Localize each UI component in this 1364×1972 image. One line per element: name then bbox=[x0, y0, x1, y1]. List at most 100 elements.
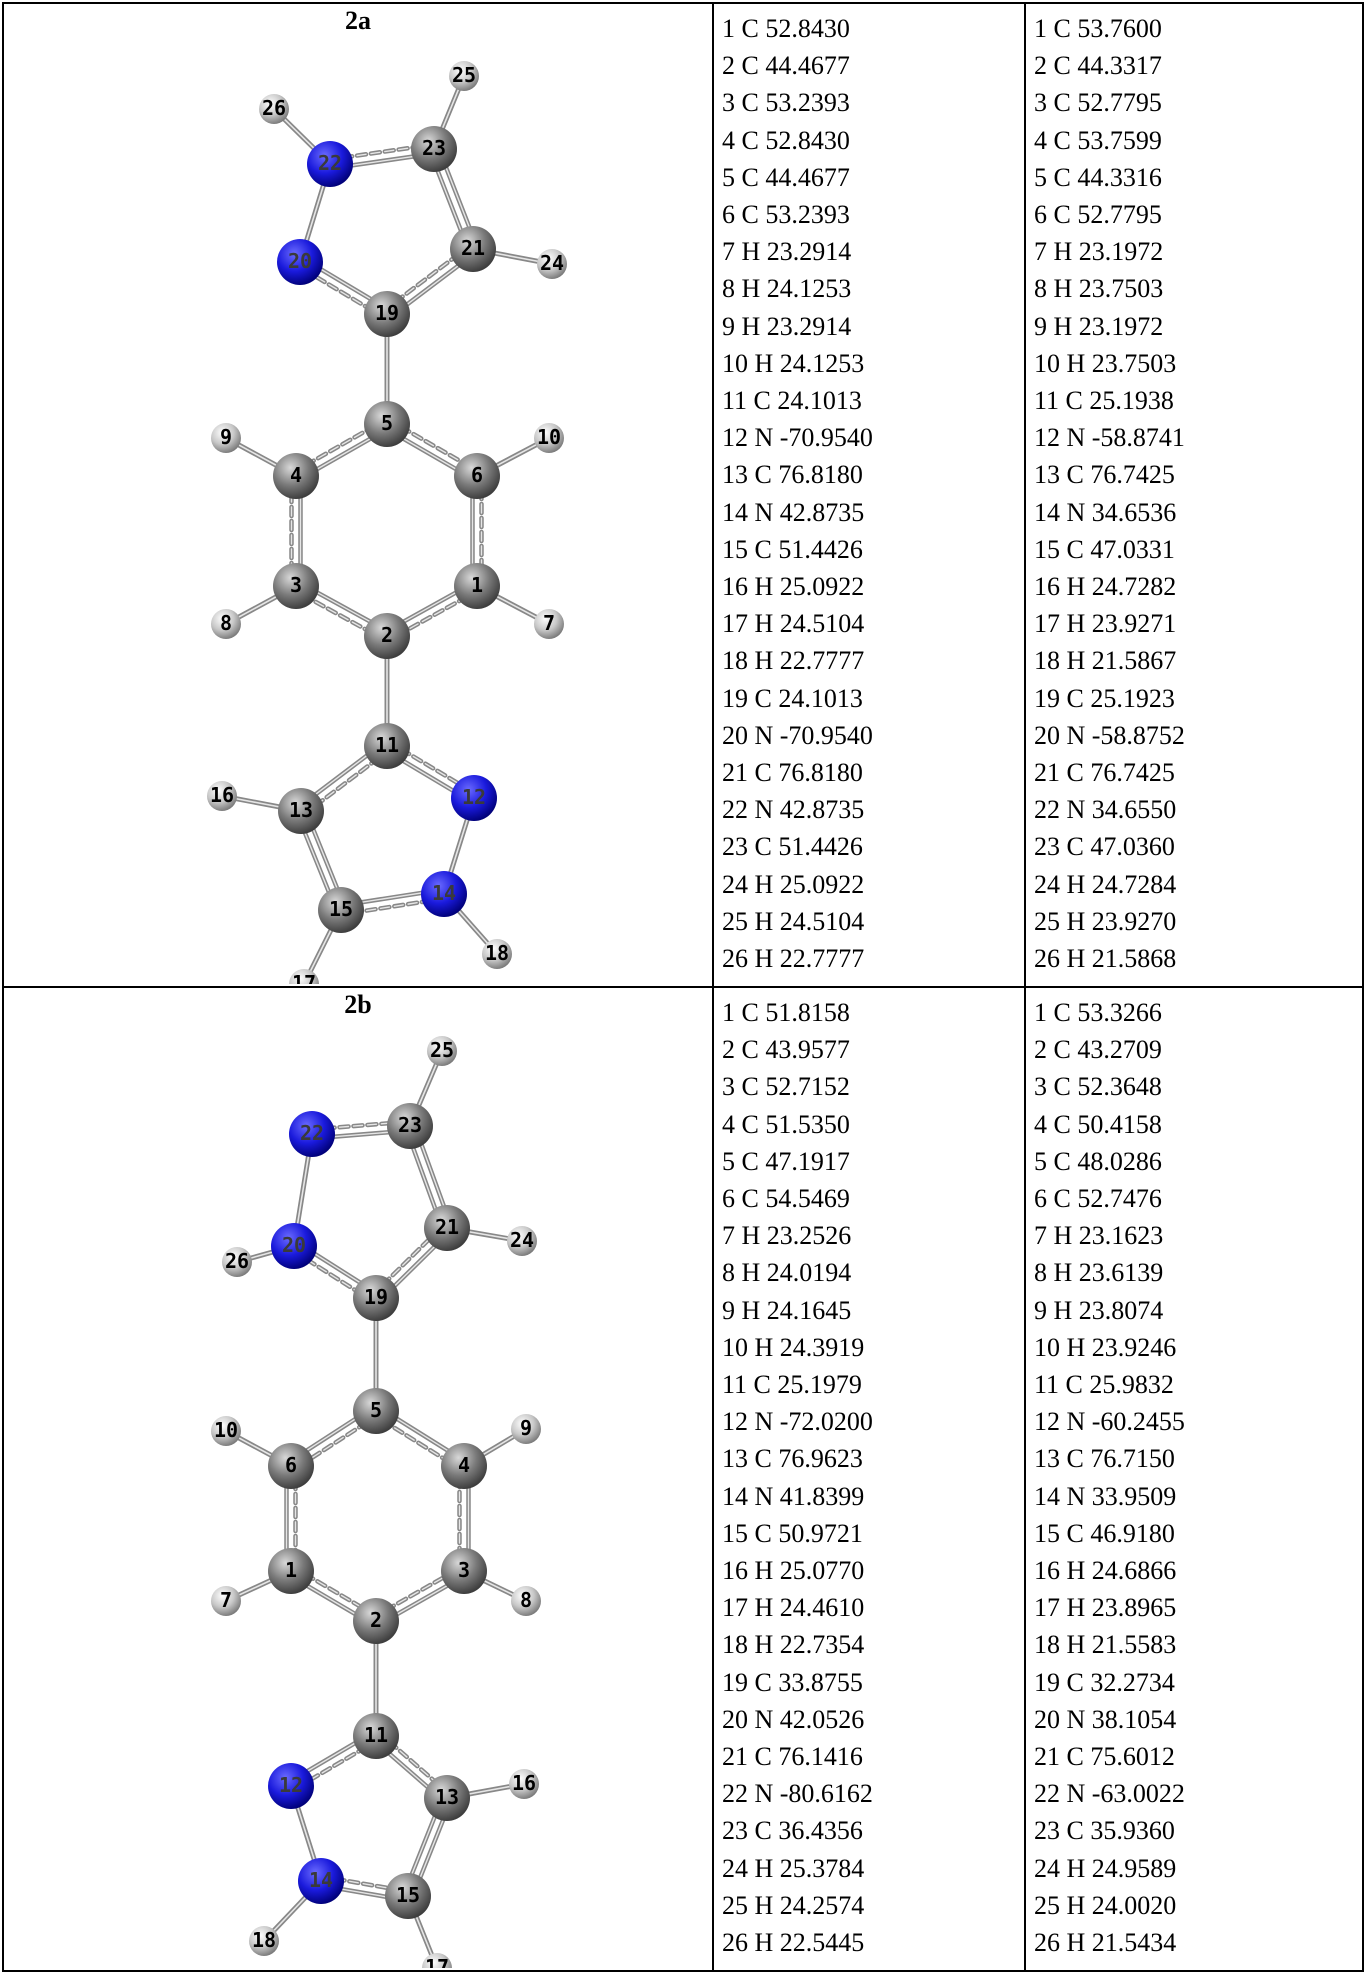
atom-C5: 5 bbox=[364, 401, 410, 447]
shift-entry: 3 C 53.2393 bbox=[722, 88, 850, 118]
shift-entry: 1 C 52.8430 bbox=[722, 14, 850, 43]
atom-label: 17 bbox=[425, 1955, 449, 1968]
shift-entry: 16 H 25.0770 bbox=[722, 1556, 865, 1586]
shift-entry: 8 H 23.6139 bbox=[1034, 1258, 1164, 1288]
atom-H18: 18 bbox=[482, 939, 512, 969]
atom-label: 20 bbox=[282, 1233, 306, 1257]
bond-layer bbox=[219, 73, 555, 984]
atom-H8: 8 bbox=[511, 1586, 541, 1616]
shift-entry: 24 H 24.7284 bbox=[1034, 869, 1177, 899]
atom-C23: 23 bbox=[387, 1103, 433, 1149]
atom-label: 9 bbox=[520, 1416, 532, 1440]
shift-entry: 11 C 25.9832 bbox=[1034, 1370, 1174, 1400]
atom-H7: 7 bbox=[534, 609, 564, 639]
atom-H24: 24 bbox=[507, 1226, 537, 1256]
shift-entry: 24 H 25.0922 bbox=[722, 869, 865, 899]
atom-C6: 6 bbox=[268, 1443, 314, 1489]
atom-C15: 15 bbox=[385, 1873, 431, 1919]
atom-label: 15 bbox=[396, 1883, 420, 1907]
atom-N22: 22 bbox=[307, 141, 353, 187]
atom-H7: 7 bbox=[211, 1586, 241, 1616]
shift-entry: 13 C 76.9623 bbox=[722, 1444, 863, 1474]
shift-entry: 5 C 44.4677 bbox=[722, 162, 850, 192]
atom-label: 14 bbox=[309, 1868, 333, 1892]
compound-label: 2a bbox=[345, 6, 371, 35]
shift-entry: 3 C 52.7795 bbox=[1034, 88, 1162, 118]
shift-entry: 17 H 23.8965 bbox=[1034, 1593, 1177, 1623]
shift-entry: 8 H 24.0194 bbox=[722, 1258, 852, 1288]
shift-entry: 3 C 52.7152 bbox=[722, 1072, 850, 1102]
atom-C15: 15 bbox=[318, 887, 364, 933]
atom-label: 24 bbox=[510, 1228, 534, 1252]
atom-H24: 24 bbox=[537, 249, 567, 279]
shift-entry: 13 C 76.7150 bbox=[1034, 1444, 1175, 1474]
shift-entry: 15 C 50.9721 bbox=[722, 1518, 863, 1548]
shift-entry: 25 H 24.2574 bbox=[722, 1890, 865, 1920]
shift-entry: 21 C 76.1416 bbox=[722, 1742, 863, 1772]
atom-label: 8 bbox=[520, 1588, 532, 1612]
atom-label: 21 bbox=[435, 1215, 459, 1239]
atom-label: 22 bbox=[318, 151, 342, 175]
shift-entry: 22 N -63.0022 bbox=[1034, 1779, 1185, 1809]
atom-label: 23 bbox=[422, 136, 446, 160]
shift-entry: 4 C 52.8430 bbox=[722, 125, 850, 155]
shift-entry: 15 C 47.0331 bbox=[1034, 534, 1175, 564]
shift-entry: 7 H 23.2914 bbox=[722, 237, 852, 267]
shift-entry: 10 H 23.7503 bbox=[1034, 348, 1177, 378]
atom-C13: 13 bbox=[278, 788, 324, 834]
atom-label: 24 bbox=[540, 251, 564, 275]
atom-label: 20 bbox=[288, 249, 312, 273]
compound-label: 2b bbox=[344, 990, 372, 1019]
shift-entry: 21 C 76.7425 bbox=[1034, 758, 1175, 788]
shift-entry: 20 N 38.1054 bbox=[1034, 1704, 1177, 1734]
atom-C2: 2 bbox=[353, 1598, 399, 1644]
shift-entry: 26 H 21.5868 bbox=[1034, 944, 1177, 974]
atom-H16: 16 bbox=[509, 1769, 539, 1799]
shift-entry: 23 C 51.4426 bbox=[722, 832, 863, 862]
shift-entry: 6 C 52.7795 bbox=[1034, 200, 1162, 230]
atom-C4: 4 bbox=[273, 453, 319, 499]
atom-C1: 1 bbox=[268, 1548, 314, 1594]
shift-entry: 6 C 54.5469 bbox=[722, 1184, 850, 1214]
atom-label: 25 bbox=[430, 1038, 454, 1062]
shift-entry: 18 H 22.7354 bbox=[722, 1630, 865, 1660]
shift-entry: 17 H 24.5104 bbox=[722, 609, 865, 639]
shift-entry: 23 C 35.9360 bbox=[1034, 1816, 1175, 1846]
shift-entry: 4 C 51.5350 bbox=[722, 1109, 850, 1139]
shift-entry: 14 N 34.6536 bbox=[1034, 497, 1177, 527]
shift-entry: 7 H 23.1623 bbox=[1034, 1221, 1164, 1251]
shift-entry: 10 H 23.9246 bbox=[1034, 1332, 1177, 1362]
shift-entry: 8 H 24.1253 bbox=[722, 274, 852, 304]
atom-H25: 25 bbox=[427, 1036, 457, 1066]
shift-entry: 9 H 23.8074 bbox=[1034, 1295, 1164, 1325]
shift-entry: 20 N -70.9540 bbox=[722, 720, 873, 750]
shift-entry: 18 H 21.5867 bbox=[1034, 646, 1177, 676]
atom-H10: 10 bbox=[534, 423, 564, 453]
atom-label: 7 bbox=[220, 1588, 232, 1612]
shift-entry: 23 C 47.0360 bbox=[1034, 832, 1175, 862]
shift-entry: 21 C 75.6012 bbox=[1034, 1742, 1175, 1772]
shift-entry: 1 C 53.3266 bbox=[1034, 998, 1162, 1027]
shift-entry: 2 C 44.3317 bbox=[1034, 51, 1162, 81]
atom-C13: 13 bbox=[424, 1775, 470, 1821]
atom-label: 15 bbox=[329, 897, 353, 921]
shift-entry: 9 H 23.2914 bbox=[722, 311, 852, 341]
atom-label: 16 bbox=[210, 783, 234, 807]
shift-entry: 7 H 23.2526 bbox=[722, 1221, 852, 1251]
atom-label: 4 bbox=[458, 1453, 470, 1477]
atom-label: 10 bbox=[537, 425, 561, 449]
shift-entry: 20 N 42.0526 bbox=[722, 1704, 865, 1734]
atom-label: 26 bbox=[262, 96, 286, 120]
atom-label: 26 bbox=[225, 1249, 249, 1273]
atom-label: 2 bbox=[370, 1608, 382, 1632]
shift-entry: 14 N 33.9509 bbox=[1034, 1481, 1177, 1511]
